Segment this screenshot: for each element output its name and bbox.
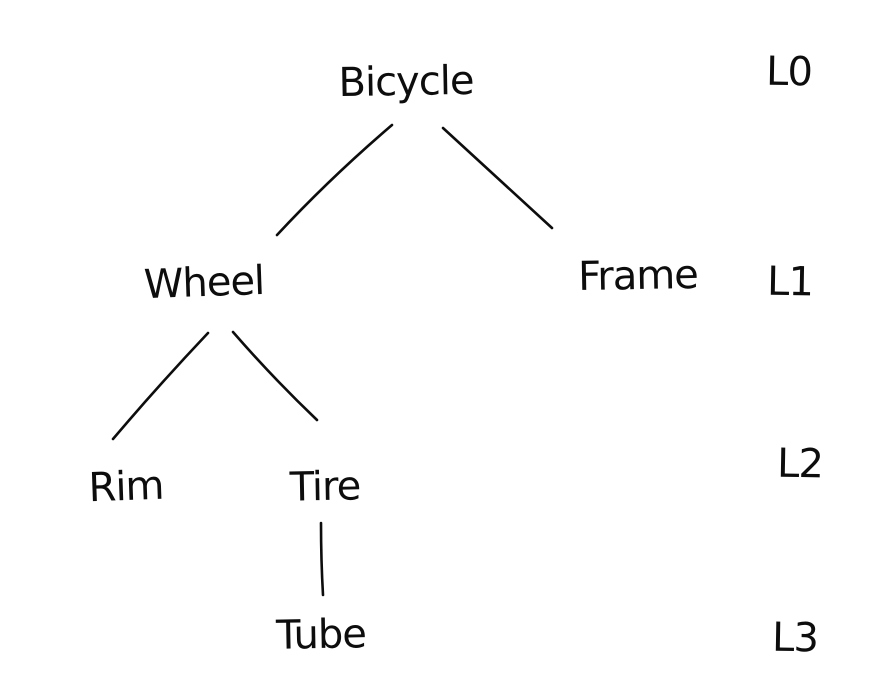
node-rim: Rim <box>87 462 165 512</box>
node-bicycle: Bicycle <box>338 57 474 107</box>
level-label-l3: L3 <box>771 614 819 662</box>
level-label-l1: L1 <box>766 258 814 306</box>
level-label-l0: L0 <box>765 48 813 96</box>
edge-bicycle-frame <box>441 126 554 230</box>
node-tube: Tube <box>275 611 367 659</box>
edge-wheel-tire <box>231 330 319 422</box>
edge-tire-tube <box>319 521 325 597</box>
edge-bicycle-wheel <box>275 123 394 237</box>
node-wheel: Wheel <box>143 257 265 309</box>
edge-wheel-rim <box>111 331 210 441</box>
level-label-l2: L2 <box>776 440 824 488</box>
node-tire: Tire <box>289 463 361 511</box>
node-frame: Frame <box>577 251 699 301</box>
